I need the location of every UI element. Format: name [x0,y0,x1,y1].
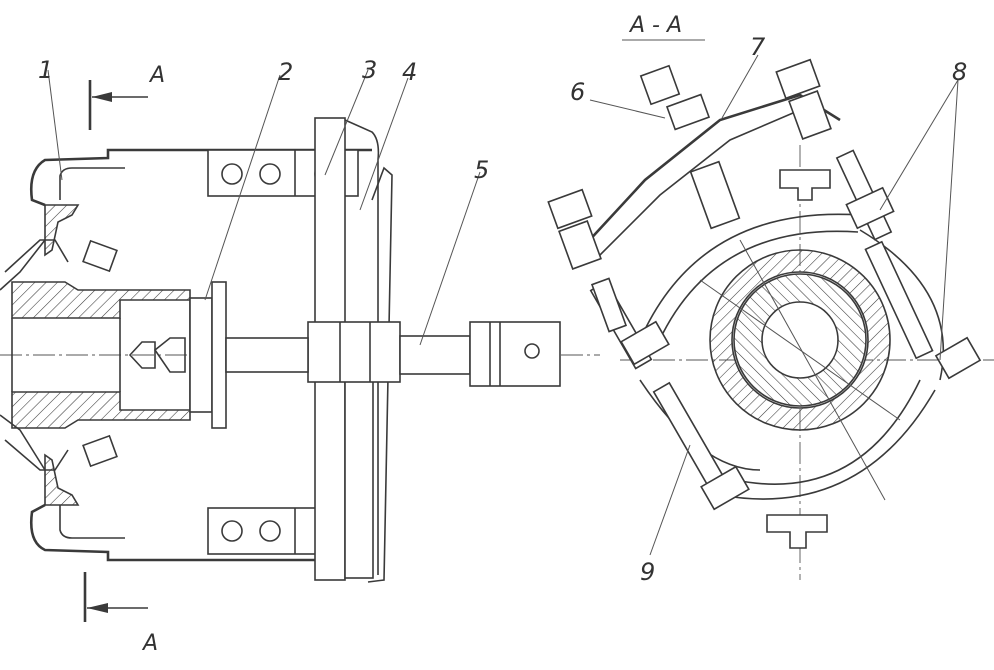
callout-4: 4 [359,58,417,211]
callout-7: 7 [721,33,766,119]
svg-text:1: 1 [38,56,53,84]
pressing-plate [189,281,227,429]
callout-9: 9 [640,444,691,586]
shaft-bore [761,301,839,379]
svg-text:9: 9 [640,558,655,586]
section-mark-top: А [88,63,165,130]
callout-3: 3 [324,56,377,176]
callouts: 1 2 3 4 5 6 7 8 [38,33,967,586]
section-view: А - А [547,13,994,580]
t-block-bottom [766,514,828,549]
section-mark-bottom: А [83,572,158,656]
svg-text:7: 7 [750,33,766,61]
callout-1: 1 [38,56,63,181]
svg-text:5: 5 [474,156,489,184]
svg-text:8: 8 [952,58,967,86]
svg-text:6: 6 [570,78,585,106]
section-mark-bottom-label: А [141,631,158,656]
callout-2: 2 [204,58,293,301]
t-block-top [779,169,831,201]
side-view: А А [0,63,600,656]
upper-clamp-bar [547,58,841,333]
yoke [307,117,401,583]
svg-text:4: 4 [402,58,417,86]
section-mark-top-label: А [148,63,165,88]
svg-text:3: 3 [362,56,377,84]
screw [128,321,561,387]
callout-8: 8 [879,58,967,361]
callout-5: 5 [419,156,489,346]
gear-hub [0,204,191,506]
section-title: А - А [628,13,682,38]
callout-6: 6 [570,78,666,119]
svg-text:2: 2 [278,58,293,86]
